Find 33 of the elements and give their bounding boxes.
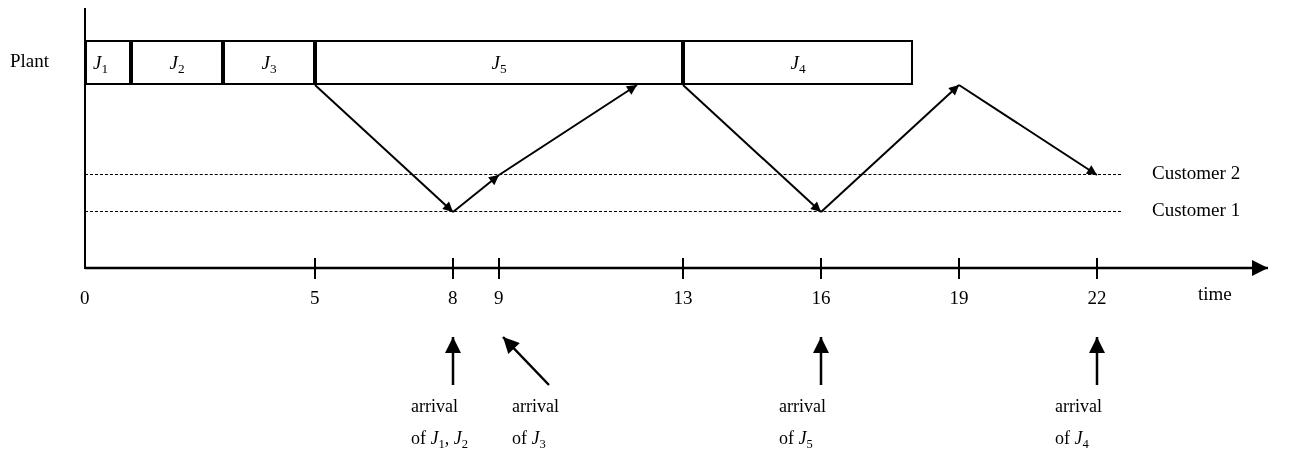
leader-arrow (445, 337, 461, 385)
customer-line (85, 211, 1121, 213)
job-box: J$_{3}$ (223, 40, 315, 85)
annotation-text: arrival of J$_{4}$ (1055, 390, 1119, 454)
leader-arrow (1089, 337, 1105, 385)
tick-label: 9 (494, 287, 504, 309)
job-box: J$_{5}$ (315, 40, 683, 85)
tick-label: 13 (673, 287, 693, 309)
row-label: Plant (10, 50, 50, 72)
arrow (682, 84, 822, 213)
leader-arrow (502, 336, 550, 386)
tick-label: 19 (949, 287, 969, 309)
annotation-text: arrival of J$_{1}$, J$_{2}$ (411, 390, 475, 454)
arrow (498, 84, 638, 176)
annotation-text: arrival of J$_{5}$ (779, 390, 843, 454)
customer-label: Customer 2 (1152, 162, 1241, 184)
tick-label: 16 (811, 287, 831, 309)
customer-label: Customer 1 (1152, 199, 1241, 221)
job-box: J$_{4}$ (683, 40, 913, 85)
customer-line (85, 174, 1121, 176)
job-box: J$_{1}$ (85, 40, 131, 85)
leader-arrow (813, 337, 829, 385)
tick-label: 0 (80, 287, 90, 309)
arrow (958, 84, 1098, 176)
tick-label: 22 (1087, 287, 1107, 309)
job-box: J$_{2}$ (131, 40, 223, 85)
tick-label: 8 (448, 287, 458, 309)
arrow (452, 174, 500, 213)
arrow (820, 84, 960, 213)
tick-label: 5 (310, 287, 320, 309)
arrow (314, 84, 454, 213)
annotation-text: arrival of J$_{3}$ (512, 390, 576, 454)
axis-label: time (1198, 283, 1232, 305)
